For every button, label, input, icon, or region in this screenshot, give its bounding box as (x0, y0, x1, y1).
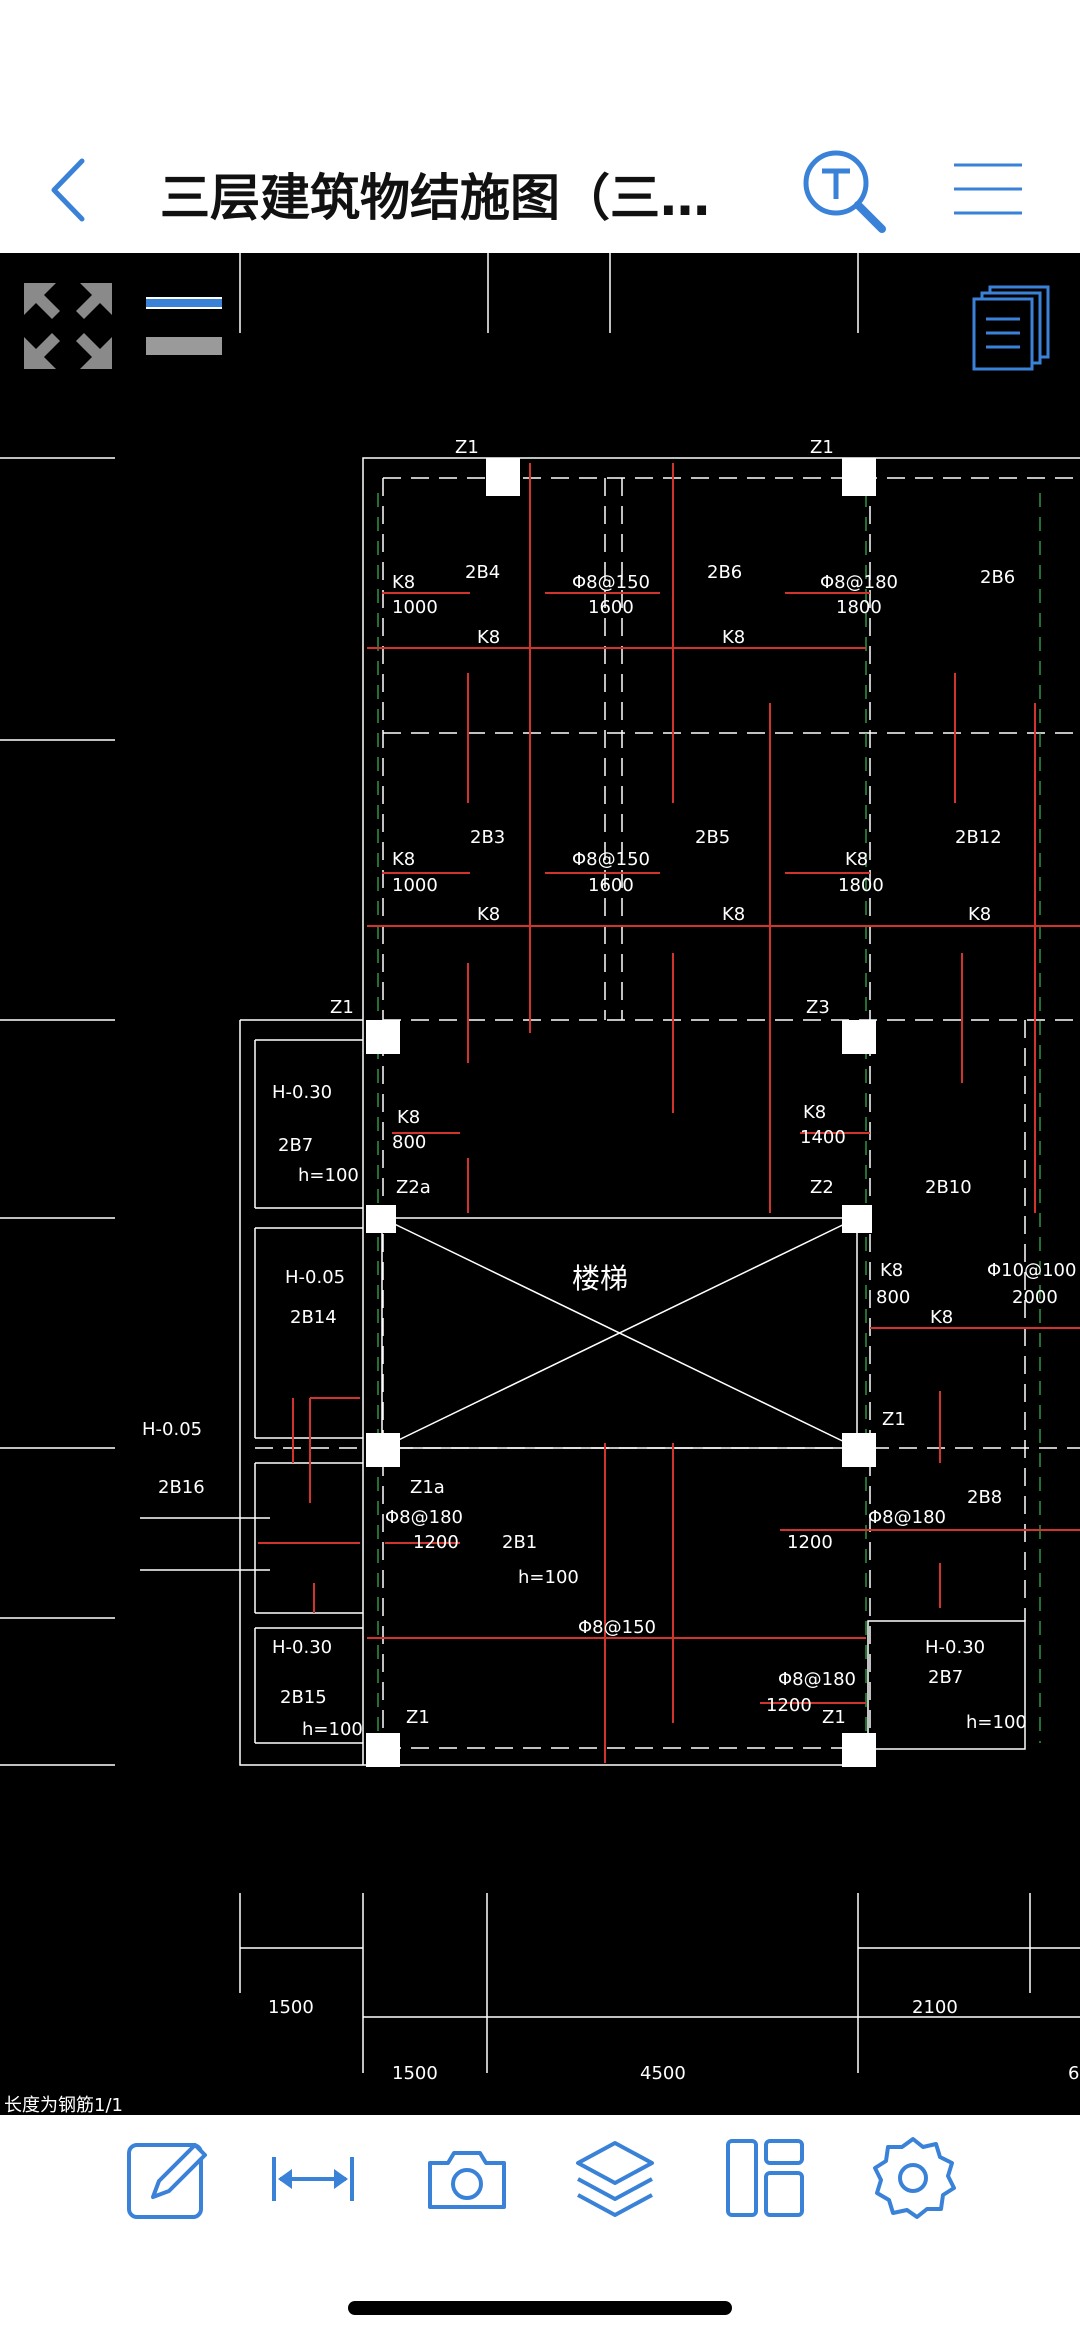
home-indicator (348, 2301, 732, 2315)
rebar-label: 1800 (836, 597, 882, 618)
settings-gear-icon[interactable] (870, 2135, 956, 2221)
slab-label: 2B15 (280, 1687, 327, 1708)
rebar-label: K8 (845, 849, 868, 870)
drawing-note: 长度为钢筋1/1 (4, 2095, 123, 2115)
rebar-label: 2B4 (465, 562, 500, 583)
rebar-label: 1000 (392, 875, 438, 896)
rebar-label: 2B6 (707, 562, 742, 583)
text-search-icon[interactable] (798, 145, 890, 237)
rebar-label: Φ8@180 (820, 572, 898, 593)
dimension-label: 6 (1068, 2063, 1079, 2084)
back-chevron-icon[interactable] (44, 155, 94, 225)
rebar-label: 2B1 (502, 1532, 537, 1553)
rebar-label: 2B6 (980, 567, 1015, 588)
column-label: Z1 (455, 437, 479, 458)
rebar-label: Φ10@100 (987, 1260, 1076, 1281)
rebar-label: K8 (477, 904, 500, 925)
slab-label: h=100 (298, 1165, 359, 1186)
dimension-label: 2100 (912, 1997, 958, 2018)
rebar-label: 2000 (1012, 1287, 1058, 1308)
rebar-label: 1000 (392, 597, 438, 618)
rebar-label: 2B7 (928, 1667, 963, 1688)
rebar-label: 2B8 (967, 1487, 1002, 1508)
slab-label: 2B7 (278, 1135, 313, 1156)
line-weight-icon[interactable] (146, 297, 222, 309)
rebar-label: Φ8@150 (572, 572, 650, 593)
document-title: 三层建筑物结施图（三… (160, 169, 710, 227)
rebar-label: h=100 (966, 1712, 1027, 1733)
level-label: H-0.05 (285, 1267, 345, 1288)
rebar-label: K8 (968, 904, 991, 925)
rebar-label: Φ8@180 (868, 1507, 946, 1528)
measure-icon[interactable] (270, 2135, 356, 2221)
expand-arrows-icon[interactable] (22, 281, 114, 371)
edit-pencil-icon[interactable] (125, 2135, 211, 2221)
level-label: H-0.30 (272, 1082, 332, 1103)
rebar-label: 2B3 (470, 827, 505, 848)
column-label: Z1a (410, 1477, 445, 1498)
rebar-label: K8 (397, 1107, 420, 1128)
layout-icon[interactable] (722, 2135, 808, 2221)
rebar-label: Φ8@180 (385, 1507, 463, 1528)
slab-label: h=100 (302, 1719, 363, 1740)
rebar-label: K8 (722, 627, 745, 648)
layers-icon[interactable] (572, 2135, 658, 2221)
rebar-label: 2B12 (955, 827, 1002, 848)
rebar-label: 1600 (588, 597, 634, 618)
rebar-label: K8 (930, 1307, 953, 1328)
rebar-label: 2B10 (925, 1177, 972, 1198)
slab-label: 2B16 (158, 1477, 205, 1498)
rebar-label: 800 (392, 1132, 426, 1153)
rebar-label: 1400 (800, 1127, 846, 1148)
rebar-label: Φ8@150 (578, 1617, 656, 1638)
column-label: Z1 (882, 1409, 906, 1430)
hamburger-menu-icon[interactable] (952, 160, 1024, 218)
rebar-label: Φ8@150 (572, 849, 650, 870)
level-label: H-0.30 (272, 1637, 332, 1658)
camera-icon[interactable] (424, 2135, 510, 2221)
stair-label: 楼梯 (572, 1262, 628, 1295)
column-label: Z2a (396, 1177, 431, 1198)
slab-label: 2B14 (290, 1307, 337, 1328)
rebar-label: 1200 (787, 1532, 833, 1553)
column-label: Z1 (406, 1707, 430, 1728)
line-weight-thick[interactable] (146, 337, 222, 355)
dimension-label: 1500 (392, 2063, 438, 2084)
dimension-label: 1500 (268, 1997, 314, 2018)
rebar-label: K8 (880, 1260, 903, 1281)
rebar-label: K8 (392, 572, 415, 593)
rebar-label: K8 (477, 627, 500, 648)
rebar-label: 1200 (766, 1695, 812, 1716)
rebar-label: h=100 (518, 1567, 579, 1588)
dimension-label: 4500 (640, 2063, 686, 2084)
column-label: Z1 (822, 1707, 846, 1728)
level-label: H-0.05 (142, 1419, 202, 1440)
app-header: 三层建筑物结施图（三… (0, 0, 1080, 253)
column-label: Z2 (810, 1177, 834, 1198)
rebar-label: 2B5 (695, 827, 730, 848)
drawing-canvas[interactable]: Z1 Z1 Z1 Z3 Z2a Z2 Z1 Z1a Z1 Z1 楼梯 K8 10… (0, 253, 1080, 2115)
column-label: Z1 (330, 997, 354, 1018)
rebar-label: 1800 (838, 875, 884, 896)
rebar-label: K8 (722, 904, 745, 925)
column-label: Z3 (806, 997, 830, 1018)
sheet-list-icon[interactable] (970, 283, 1052, 373)
level-label: H-0.30 (925, 1637, 985, 1658)
rebar-label: K8 (803, 1102, 826, 1123)
rebar-label: 1600 (588, 875, 634, 896)
rebar-label: Φ8@180 (778, 1669, 856, 1690)
column-label: Z1 (810, 437, 834, 458)
rebar-label: 800 (876, 1287, 910, 1308)
rebar-label: 1200 (413, 1532, 459, 1553)
rebar-label: K8 (392, 849, 415, 870)
